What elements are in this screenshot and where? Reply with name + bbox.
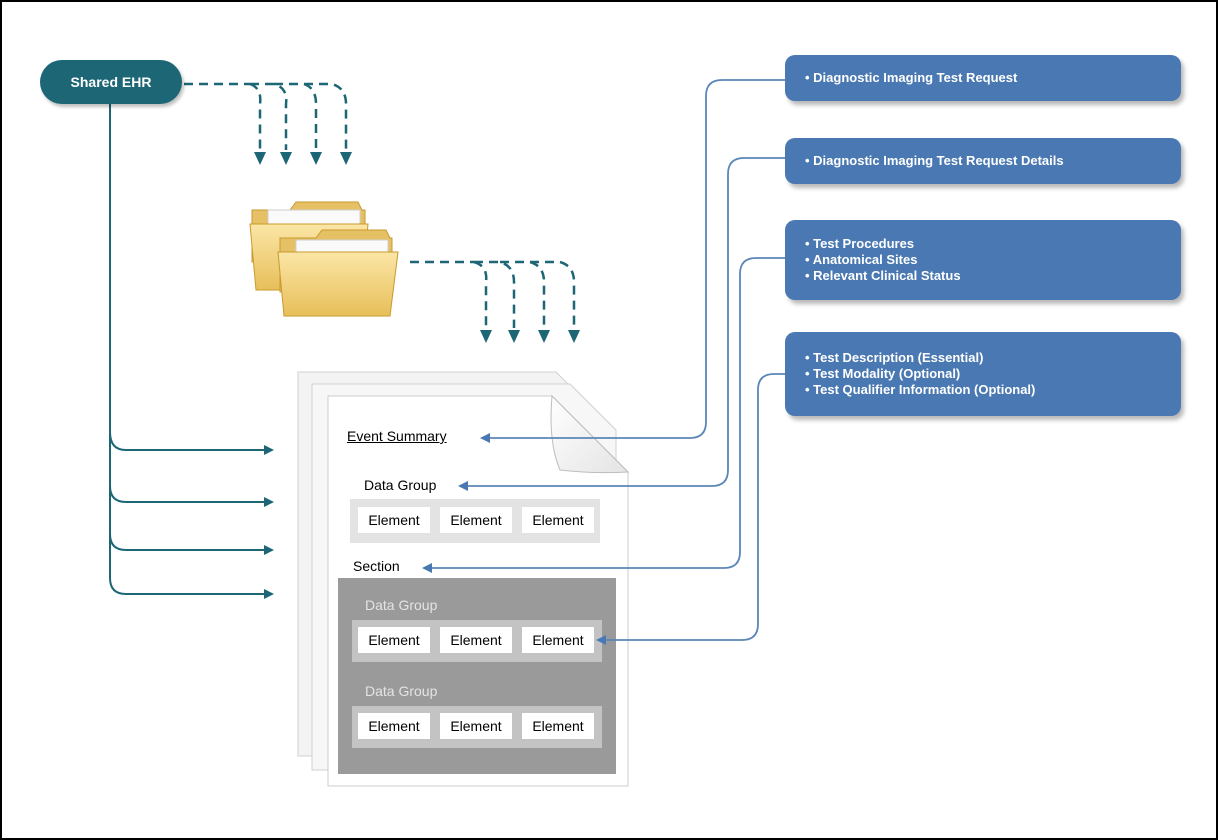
folders-icon — [249, 201, 399, 317]
data-group-1-element-1: Element — [358, 507, 430, 533]
teal-connectors — [109, 104, 274, 599]
callout-test-request: Diagnostic Imaging Test Request — [785, 55, 1181, 101]
callout-3-item-2: Anatomical Sites — [805, 252, 961, 268]
dashed-flow-1-arrows — [254, 152, 352, 165]
section-group-1-element-1: Element — [358, 627, 430, 653]
callout-2-item: Diagnostic Imaging Test Request Details — [805, 153, 1063, 169]
section-group-2-label: Data Group — [365, 683, 438, 699]
section-group-2-element-2: Element — [440, 713, 512, 739]
dashed-flow-2 — [410, 260, 576, 328]
data-group-1-element-2: Element — [440, 507, 512, 533]
dashed-flow-2-arrows — [480, 330, 580, 343]
blue-connectors — [422, 79, 785, 645]
callout-1-item: Diagnostic Imaging Test Request — [805, 70, 1017, 86]
data-group-1-element-3: Element — [522, 507, 594, 533]
shared-ehr-node: Shared EHR — [40, 60, 182, 104]
section-group-1-label: Data Group — [365, 597, 438, 613]
shared-ehr-label: Shared EHR — [70, 74, 152, 90]
callout-test-description: Test Description (Essential) Test Modali… — [785, 332, 1181, 416]
event-summary-label: Event Summary — [347, 428, 447, 444]
section-group-1-element-2: Element — [440, 627, 512, 653]
callout-4-item-2: Test Modality (Optional) — [805, 366, 1035, 382]
callout-procedures: Test Procedures Anatomical Sites Relevan… — [785, 220, 1181, 300]
data-group-1-label: Data Group — [364, 477, 437, 493]
dashed-flow-1 — [184, 82, 348, 150]
callout-4-item-1: Test Description (Essential) — [805, 350, 1035, 366]
callout-4-item-3: Test Qualifier Information (Optional) — [805, 382, 1035, 398]
section-label: Section — [353, 558, 400, 574]
callout-3-item-3: Relevant Clinical Status — [805, 268, 960, 284]
section-group-2-element-3: Element — [522, 713, 594, 739]
callout-3-item-1: Test Procedures — [805, 236, 961, 252]
section-group-1-element-3: Element — [522, 627, 594, 653]
callout-test-request-details: Diagnostic Imaging Test Request Details — [785, 138, 1181, 184]
section-group-2-element-1: Element — [358, 713, 430, 739]
